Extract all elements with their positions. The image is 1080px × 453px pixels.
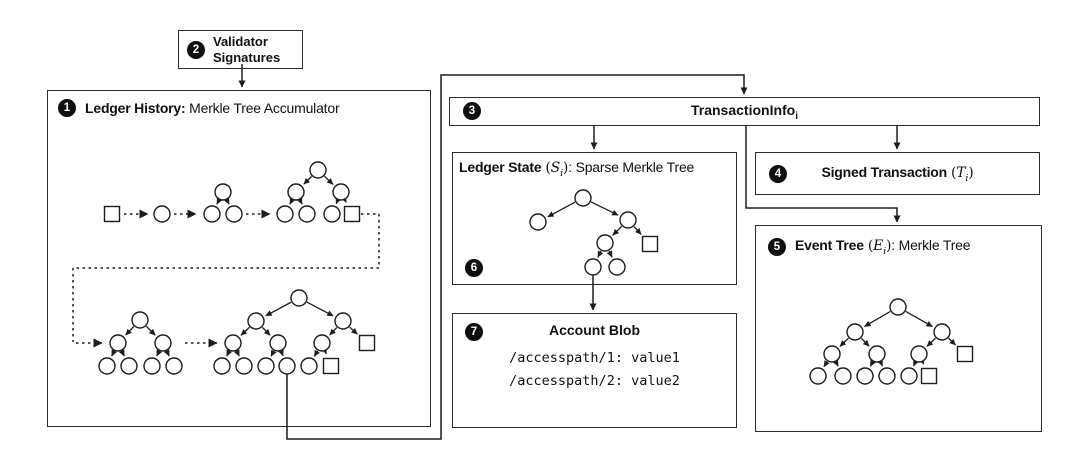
event-tree-paren-close: )	[885, 238, 892, 254]
ledger-history-header: 1 Ledger History: Merkle Tree Accumulato…	[48, 91, 430, 125]
ledger-history-title-rest: Merkle Tree Accumulator	[189, 100, 340, 116]
signed-transaction-math-sub: i	[965, 172, 969, 184]
event-tree-title-rest: : Merkle Tree	[891, 237, 971, 253]
account-blob-entry-2: /accesspath/2: value2	[509, 372, 680, 389]
account-blob-title: Account Blob	[549, 322, 640, 338]
ledger-state-title-rest: : Sparse Merkle Tree	[568, 159, 695, 175]
ledger-state-math-var: S	[550, 160, 561, 176]
account-blob-entry-1: /accesspath/1: value1	[509, 350, 680, 366]
step-6-badge: 6	[465, 259, 483, 277]
account-blob-box: 7 Account Blob /accesspath/1: value1 /ac…	[452, 313, 737, 428]
step-3-badge: 3	[463, 102, 481, 120]
account-blob-entries: /accesspath/1: value1 /accesspath/2: val…	[453, 347, 736, 393]
ledger-history-title: Ledger History: Merkle Tree Accumulator	[85, 100, 340, 116]
step-4-badge: 4	[769, 165, 787, 183]
transaction-info-label: TransactionInfoi	[691, 102, 798, 122]
validator-signatures-box: 2 Validator Signatures	[178, 30, 303, 69]
event-tree-math-var: E	[873, 238, 884, 254]
ledger-state-box: Ledger State(Si): Sparse Merkle Tree 6	[452, 152, 737, 285]
transaction-info-text: TransactionInfo	[690, 101, 796, 118]
validator-signatures-label: Validator Signatures	[213, 33, 281, 65]
ledger-history-box: 1 Ledger History: Merkle Tree Accumulato…	[47, 90, 431, 427]
event-tree-title-bold: Event Tree	[795, 237, 864, 253]
signed-transaction-paren-open: (	[951, 164, 957, 181]
signed-transaction-paren-close: )	[968, 164, 974, 181]
step-2-badge: 2	[187, 40, 205, 59]
event-tree-box: 5 Event Tree(Ei): Merkle Tree	[755, 225, 1042, 432]
ledger-state-title: Ledger State(Si): Sparse Merkle Tree	[459, 159, 694, 179]
transaction-info-box: 3 TransactionInfoi	[449, 97, 1040, 126]
signed-transaction-math-var: T	[956, 164, 966, 181]
step-5-badge: 5	[768, 237, 786, 256]
signed-transaction-box: 4 Signed Transaction(Ti)	[755, 152, 1040, 195]
event-tree-math-sub: i	[883, 245, 886, 257]
event-tree-title: Event Tree(Ei): Merkle Tree	[795, 237, 971, 257]
step-7-badge: 7	[465, 323, 483, 341]
event-tree-header: 5 Event Tree(Ei): Merkle Tree	[756, 226, 1041, 268]
ledger-history-title-bold: Ledger History:	[85, 100, 186, 116]
signed-transaction-title: Signed Transaction(Ti)	[821, 164, 973, 184]
event-tree-paren-open: (	[867, 238, 874, 254]
signed-transaction-title-bold: Signed Transaction	[821, 163, 948, 180]
step-1-badge: 1	[58, 99, 76, 117]
transaction-info-subscript: i	[795, 110, 798, 122]
ledger-state-title-bold: Ledger State	[459, 159, 542, 175]
ledger-state-header: Ledger State(Si): Sparse Merkle Tree	[453, 153, 736, 179]
